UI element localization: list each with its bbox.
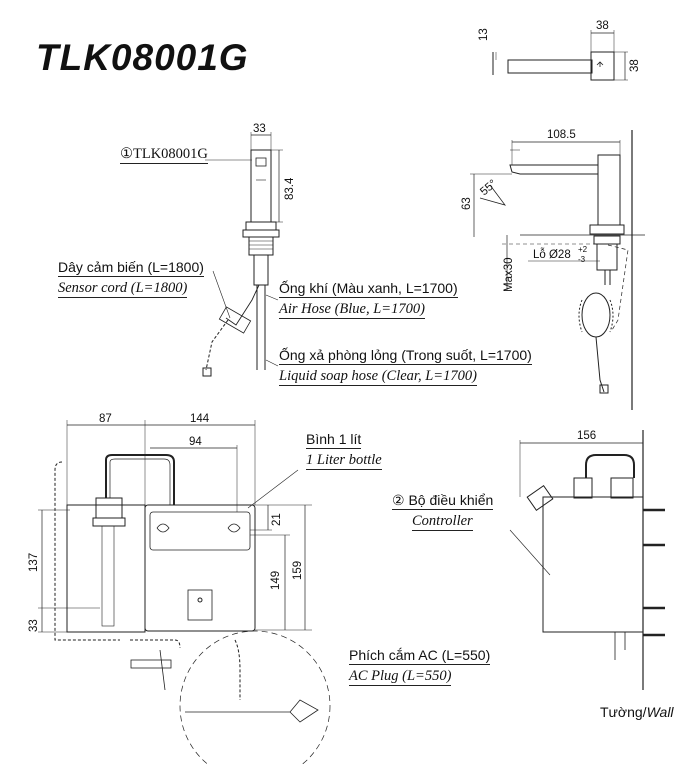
- dim-ctrl-87: 87: [99, 413, 112, 425]
- label-controller-vi: ② Bộ điều khiển: [392, 492, 494, 510]
- dim-ctrl-94: 94: [189, 436, 202, 448]
- label-ac-plug-vi: Phích cắm AC (L=550): [349, 647, 491, 665]
- dim-ctrl-156: 156: [577, 430, 597, 442]
- top-view: [492, 30, 628, 81]
- controller-front-view: [38, 420, 331, 765]
- label-sensor-cord-vi: Dây cảm biến (L=1800): [58, 259, 204, 277]
- label-sensor-cord-en: Sensor cord (L=1800): [58, 280, 188, 298]
- dim-front-834: 83.4: [284, 177, 296, 200]
- dim-side-tol-minus: -3: [578, 255, 586, 264]
- label-wall-vi: Tường/: [600, 704, 647, 720]
- dim-ctrl-159: 159: [292, 560, 304, 580]
- label-bottle-en: 1 Liter bottle: [306, 452, 382, 470]
- dim-front-33: 33: [253, 123, 266, 135]
- label-part1: ①TLK08001G: [120, 146, 208, 164]
- dim-side-hole: Lỗ Ø28: [533, 249, 571, 261]
- dim-ctrl-33: 33: [28, 619, 40, 632]
- model-title: TLK08001G: [36, 37, 249, 78]
- side-view: [470, 130, 645, 410]
- dim-side-max30: Max30: [503, 257, 515, 292]
- label-wall: Tường/Wall: [600, 704, 674, 720]
- dim-side-1085: 108.5: [547, 129, 576, 141]
- front-view: [202, 132, 283, 377]
- dim-top-38a: 38: [596, 20, 609, 32]
- dim-side-tol-plus: +2: [578, 245, 588, 254]
- controller-side-view: [509, 430, 665, 690]
- label-ac-plug-en: AC Plug (L=550): [349, 668, 452, 686]
- dim-ctrl-137: 137: [28, 552, 40, 572]
- label-air-hose-vi: Ống khí (Màu xanh, L=1700): [279, 280, 458, 298]
- label-bottle-vi: Bình 1 lít: [306, 431, 362, 449]
- dim-ctrl-149: 149: [270, 570, 282, 590]
- label-air-hose-en: Air Hose (Blue, L=1700): [279, 301, 425, 319]
- dim-top-13: 13: [478, 28, 490, 41]
- dim-side-63: 63: [461, 197, 473, 210]
- dim-top-38b: 38: [629, 59, 641, 72]
- label-controller-en: Controller: [412, 513, 473, 531]
- label-soap-hose-en: Liquid soap hose (Clear, L=1700): [279, 368, 477, 386]
- label-wall-en: Wall: [646, 704, 674, 720]
- dim-ctrl-144: 144: [190, 413, 210, 425]
- dim-ctrl-21: 21: [271, 513, 283, 526]
- label-soap-hose-vi: Ống xả phòng lỏng (Trong suốt, L=1700): [279, 347, 532, 365]
